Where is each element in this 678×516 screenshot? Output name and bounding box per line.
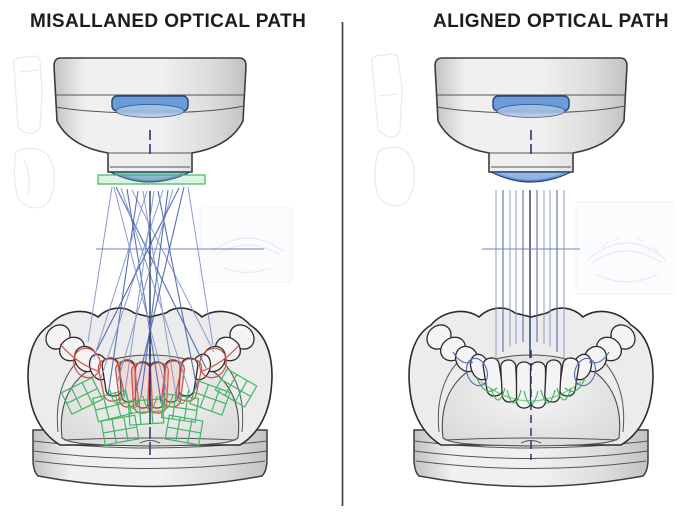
- right-panel-title: ALIGNED OPTICAL PATH: [433, 11, 669, 32]
- optical-ray: [157, 190, 198, 389]
- ghost-watermark-arch-photo-left: [199, 207, 293, 283]
- ghost-watermark-scanner-wand-right: [370, 53, 415, 207]
- scanner-camera-left: [53, 57, 247, 183]
- optical-ray: [140, 189, 169, 398]
- optical-ray: [135, 186, 185, 392]
- optical-ray: [123, 190, 155, 400]
- optical-rays-aligned: [495, 190, 565, 360]
- optical-ray: [93, 190, 148, 359]
- optical-ray: [107, 190, 139, 397]
- optical-ray: [96, 187, 180, 351]
- optical-ray: [87, 186, 113, 343]
- optical-rays-misaligned: [87, 186, 215, 404]
- optical-ray: [116, 188, 174, 385]
- optical-ray: [131, 189, 215, 353]
- optical-ray: [113, 186, 169, 398]
- left-panel-title: MISALLANED OPTICAL PATH: [30, 11, 307, 32]
- scanner-camera-right: [434, 57, 628, 183]
- ghost-watermark-arch-photo-right: [575, 201, 675, 295]
- optical-ray: [100, 189, 164, 379]
- optical-ray: [187, 186, 214, 346]
- ghost-watermark-scanner-wand-left: [12, 55, 55, 209]
- lens-calibration-bracket: [97, 174, 206, 185]
- misaligned-overlays: [59, 174, 258, 455]
- aligned-overlays: [452, 350, 610, 460]
- aligned-scan-contours-blue: [452, 351, 610, 387]
